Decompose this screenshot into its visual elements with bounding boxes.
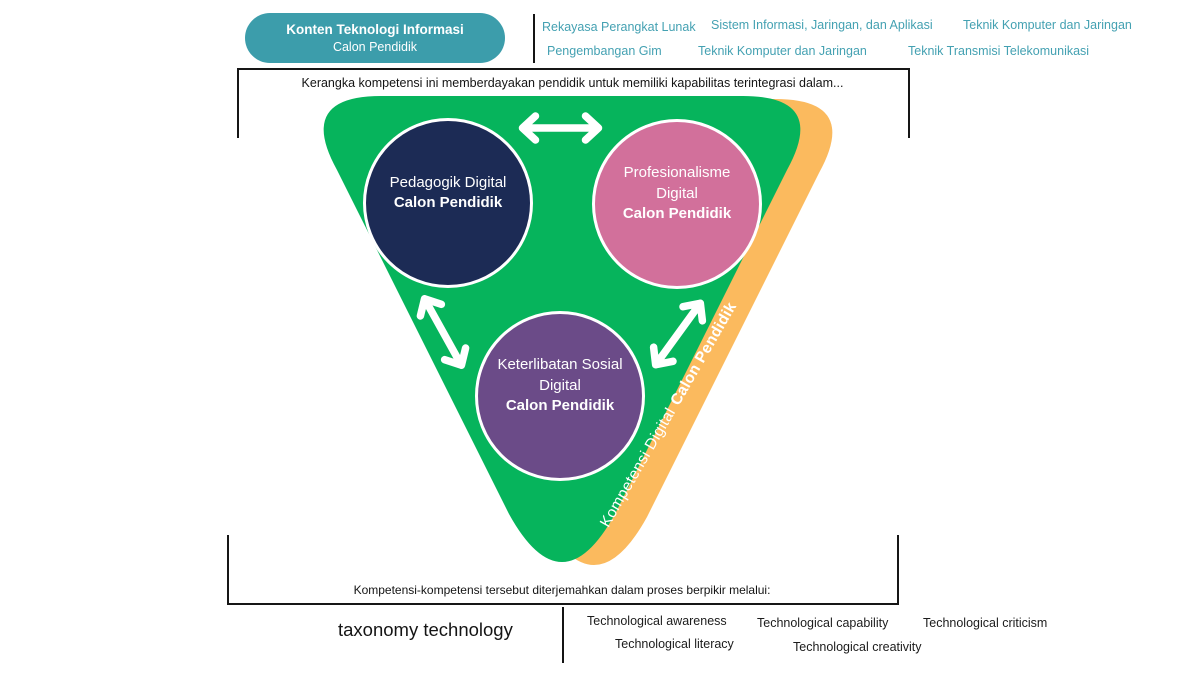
taxonomy-item: Technological criticism: [923, 616, 1048, 630]
bottom-divider-line: [562, 607, 564, 663]
circle-pedagogik-label: Pedagogik Digital Calon Pendidik: [389, 173, 507, 212]
circle-keterlibatan-label: Keterlibatan Sosial Digital Calon Pendid…: [497, 356, 623, 415]
program-item: Teknik Transmisi Telekomunikasi: [908, 44, 1090, 58]
taxonomy-technology-label: taxonomy technology: [338, 619, 513, 640]
bottom-bracket: [227, 535, 899, 605]
program-item: Pengembangan Gim: [547, 44, 662, 58]
taxonomy-item: Technological capability: [757, 616, 889, 630]
program-item: Teknik Komputer dan Jaringan: [698, 44, 867, 58]
arrow-profesionalisme-keterlibatan-icon: [649, 299, 707, 369]
circle-profesionalisme-digital: Profesionalisme Digital Calon Pendidik: [592, 119, 762, 289]
circle-keterlibatan-sosial: Keterlibatan Sosial Digital Calon Pendid…: [475, 311, 645, 481]
arrow-pedagogik-profesionalisme-icon: [518, 112, 603, 144]
taxonomy-item: Technological creativity: [793, 640, 922, 654]
bottom-bracket-caption: Kompetensi-kompetensi tersebut diterjema…: [353, 583, 771, 597]
top-divider-line: [533, 14, 535, 63]
top-bracket: [237, 68, 910, 138]
program-item: Sistem Informasi, Jaringan, dan Aplikasi: [711, 18, 933, 32]
taxonomy-item: Technological literacy: [615, 637, 734, 651]
circle-profesionalisme-label: Profesionalisme Digital Calon Pendidik: [622, 164, 732, 223]
program-item: Teknik Komputer dan Jaringan: [963, 18, 1132, 32]
top-bracket-caption: Kerangka kompetensi ini memberdayakan pe…: [301, 76, 844, 90]
arrow-pedagogik-keterlibatan-icon: [416, 295, 470, 369]
program-item: Rekayasa Perangkat Lunak: [542, 20, 696, 34]
badge-subtitle: Calon Pendidik: [332, 39, 418, 54]
konten-teknologi-badge: Konten Teknologi Informasi Calon Pendidi…: [245, 13, 505, 63]
circle-pedagogik-digital: Pedagogik Digital Calon Pendidik: [363, 118, 533, 288]
taxonomy-item: Technological awareness: [587, 614, 727, 628]
badge-title: Konten Teknologi Informasi: [286, 22, 464, 38]
